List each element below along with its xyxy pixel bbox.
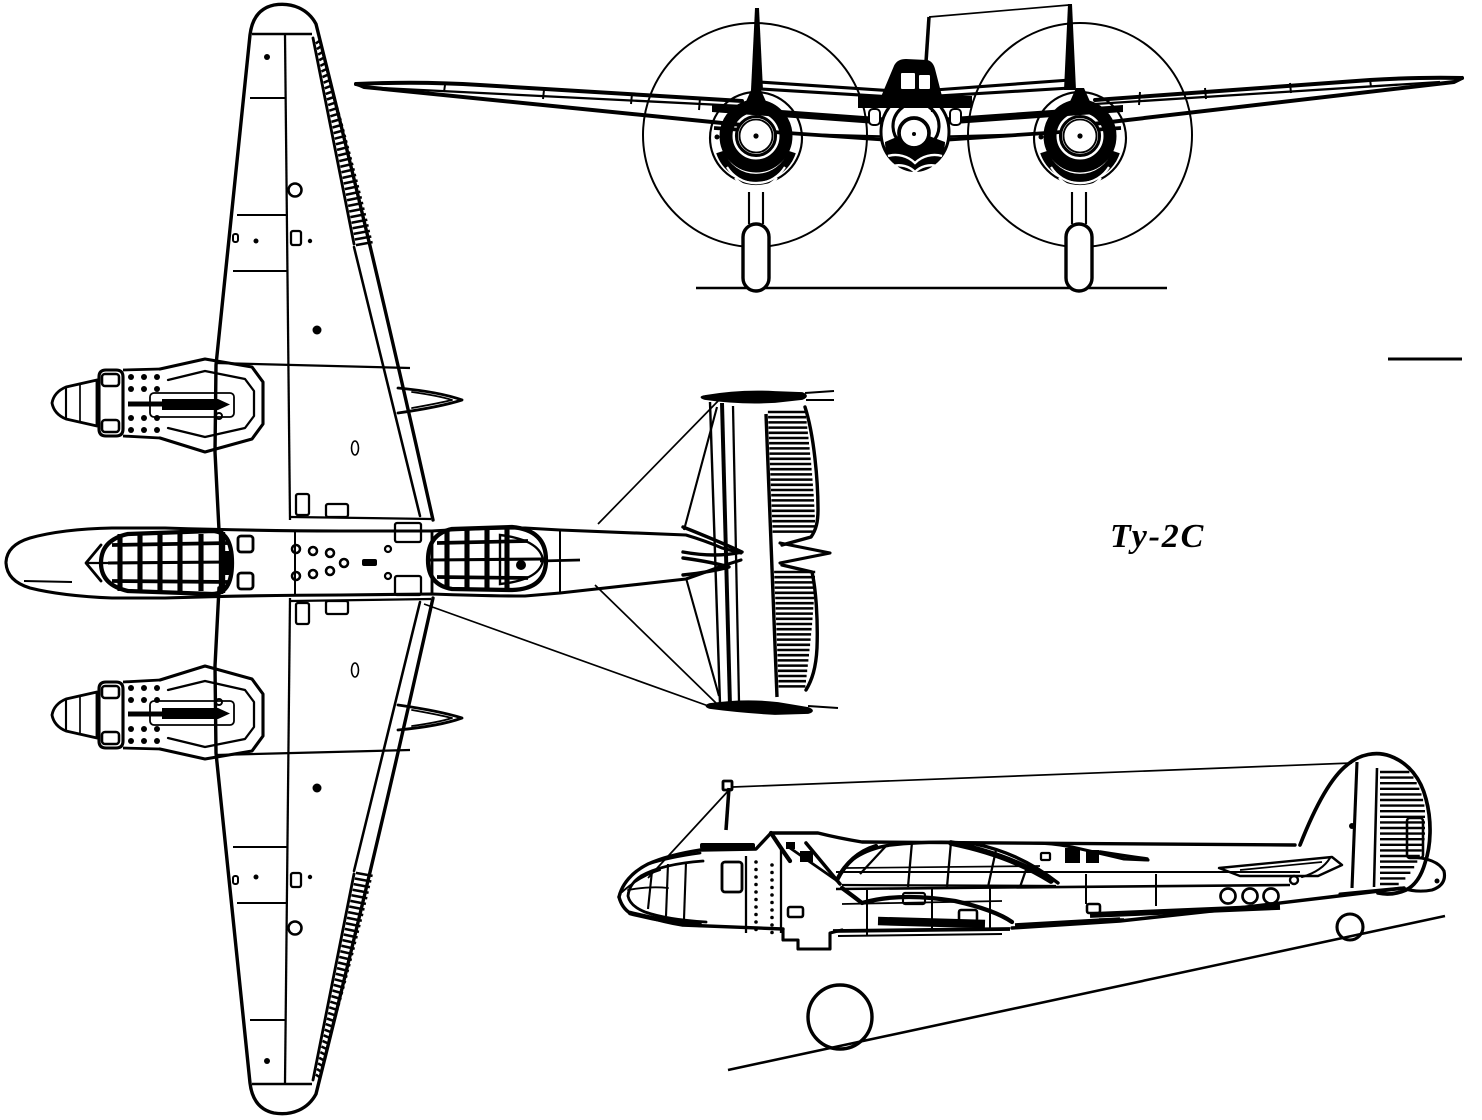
svg-text:Ту-2С: Ту-2С <box>1110 518 1205 555</box>
